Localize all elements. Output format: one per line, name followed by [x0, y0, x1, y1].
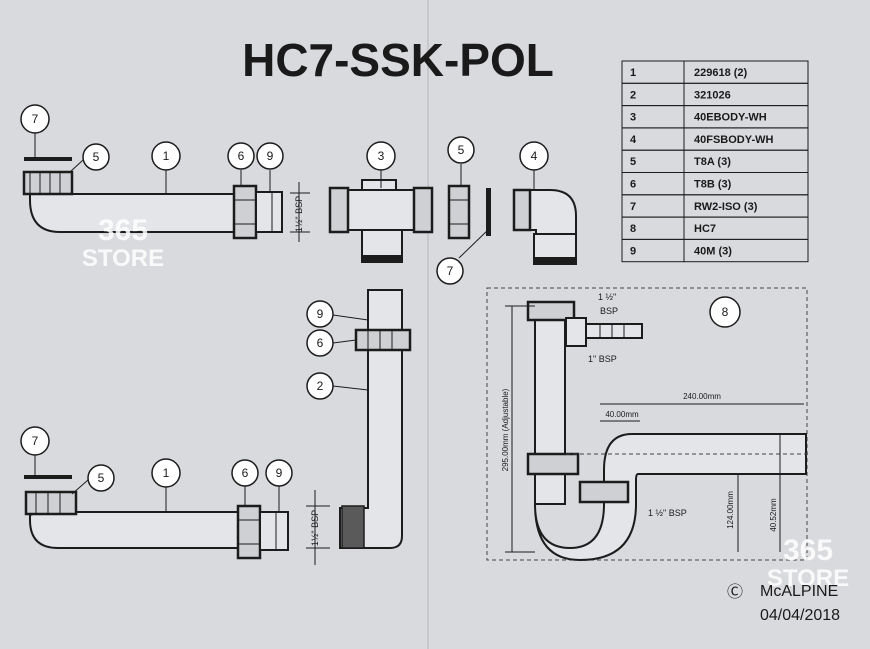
elbow-body-4: [512, 188, 577, 265]
svg-text:9: 9: [317, 307, 324, 321]
parts-table: 1 229618 (2) 2 321026 3 40EBODY-WH 4 40FSBODY-W…: [621, 60, 809, 263]
leader-lines: [34, 133, 535, 512]
part-code: 40FSBODY-WH: [694, 134, 774, 146]
watermark-left: 365 STORE: [82, 214, 164, 272]
part-code: RW2-ISO (3): [694, 201, 758, 213]
callout-5-bottom: 5: [87, 464, 115, 492]
part-number: 7: [630, 201, 636, 213]
tail-9: [255, 191, 283, 233]
height-40-52-label: 40.52mm: [769, 498, 778, 532]
svg-text:5: 5: [98, 471, 105, 485]
callout-6-bottom: 6: [231, 459, 259, 487]
trap-bsp-top-label: 1 ½": [598, 292, 616, 302]
svg-text:4: 4: [531, 149, 538, 163]
tee-body-3: [328, 179, 434, 263]
part-code: 229618 (2): [694, 67, 748, 79]
part-number: 6: [630, 179, 636, 191]
svg-text:6: 6: [242, 466, 249, 480]
svg-text:6: 6: [317, 336, 324, 350]
svg-text:365: 365: [783, 534, 833, 567]
height-124-label: 124.00mm: [726, 491, 735, 529]
trap-bsp-bottom-label: 1 ½" BSP: [648, 508, 687, 518]
nut-washer-set: [447, 184, 491, 240]
bottom-left-assembly: [24, 475, 289, 560]
part-code: 321026: [694, 89, 731, 101]
parts-table-row: 9 40M (3): [621, 238, 809, 263]
callout-7-mid: 7: [436, 257, 464, 285]
washer-7: [24, 157, 72, 161]
svg-text:5: 5: [93, 150, 100, 164]
callout-6-mid: 6: [306, 329, 334, 357]
callout-2: 2: [306, 372, 334, 400]
copyright-symbol: Ⓒ: [727, 583, 743, 601]
callout-1-bottom: 1: [151, 458, 181, 488]
watermark-right: 365 STORE: [767, 534, 849, 592]
svg-text:7: 7: [32, 112, 39, 126]
trap-bsp-side-label: 1" BSP: [588, 354, 617, 364]
width-240-label: 240.00mm: [683, 392, 721, 401]
standpipe-2: 1½" BSP: [306, 289, 412, 565]
callout-7-top: 7: [20, 104, 50, 134]
brand-name: McALPINE: [760, 583, 838, 600]
callout-9-mid: 9: [306, 300, 334, 328]
part-number: 1: [630, 67, 636, 79]
callout-9-top: 9: [256, 142, 284, 170]
document-date: 04/04/2018: [760, 607, 840, 624]
svg-text:9: 9: [267, 149, 274, 163]
svg-text:7: 7: [447, 264, 454, 278]
part-code: T8B (3): [694, 179, 732, 191]
part-number: 8: [630, 223, 636, 235]
bsp-label-top: 1½" BSP: [294, 196, 304, 232]
part-number: 2: [630, 89, 636, 101]
svg-text:365: 365: [98, 214, 148, 247]
bsp-label-bottom: 1½" BSP: [310, 510, 320, 546]
svg-text:STORE: STORE: [767, 565, 849, 592]
part-number: 3: [630, 112, 636, 124]
svg-text:STORE: STORE: [82, 245, 164, 272]
svg-text:9: 9: [276, 466, 283, 480]
svg-text:1: 1: [163, 149, 170, 163]
callout-3: 3: [366, 141, 396, 171]
part-code: 40M (3): [694, 245, 732, 257]
svg-text:7: 7: [32, 434, 39, 448]
svg-text:8: 8: [722, 305, 729, 319]
svg-text:5: 5: [458, 143, 465, 157]
callout-8: 8: [709, 296, 741, 328]
nut-6: [232, 184, 258, 240]
parts-table-row: 5 T8A (3): [621, 149, 809, 173]
svg-text:2: 2: [317, 379, 324, 393]
callout-9-bottom: 9: [265, 459, 293, 487]
callout-1-top: 1: [151, 141, 181, 171]
svg-text:3: 3: [378, 149, 385, 163]
part-code: T8A (3): [694, 156, 731, 168]
height-adjustable-label: 295.00mm (Adjustable): [501, 388, 510, 471]
callout-6-top: 6: [227, 142, 255, 170]
waste-pipe-1: [29, 179, 241, 233]
callout-7-bottom: 7: [20, 426, 50, 456]
trap-bsp-top-label-2: BSP: [600, 306, 618, 316]
part-number: 9: [630, 245, 636, 257]
part-number: 4: [630, 134, 637, 146]
page-title: HC7-SSK-POL: [242, 34, 554, 86]
top-left-assembly: 1½" BSP: [22, 157, 310, 242]
callout-5-top: 5: [82, 143, 110, 171]
callout-5-mid: 5: [447, 136, 475, 164]
width-40-label: 40.00mm: [605, 410, 639, 419]
svg-text:6: 6: [238, 149, 245, 163]
part-code: 40EBODY-WH: [694, 112, 767, 124]
parts-table-row: 2 321026: [621, 82, 809, 107]
nut-5: [22, 170, 74, 196]
part-code: HC7: [694, 223, 716, 235]
svg-text:1: 1: [163, 466, 170, 480]
callout-4: 4: [519, 141, 549, 171]
trap-8-diagram: 295.00mm (Adjustable) 240.00mm 40.00mm 1…: [486, 287, 810, 562]
part-number: 5: [630, 156, 636, 168]
